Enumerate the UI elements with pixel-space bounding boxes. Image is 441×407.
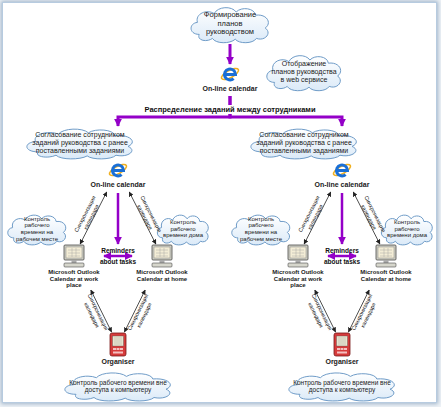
icon-label: Organiser <box>101 358 134 366</box>
browser-icon <box>332 162 352 177</box>
edge-label: Синхронизация календаря <box>355 190 389 240</box>
cloud-outline <box>381 215 432 245</box>
organiser-icon <box>334 333 350 356</box>
cloud-text: Контроль рабочего времени дома <box>387 219 427 239</box>
icon-node: Microsoft Outlook Calendar at work place <box>268 244 328 290</box>
cloud-text: Контроль рабочего времени вне доступа к … <box>291 379 393 394</box>
icon-label: Microsoft Outlook Calendar at work place <box>44 269 104 289</box>
computer-icon <box>288 245 308 267</box>
cloud-outline <box>267 56 341 91</box>
cloud-outline <box>191 8 268 43</box>
cloud-text: Контроль рабочего времени вне доступа к … <box>67 379 169 394</box>
note-label: Распределение заданий между сотрудниками <box>143 105 318 114</box>
cloud-text: Контроль рабочего времени на рабочем мес… <box>13 216 61 243</box>
edge-label: Reminders about tasks <box>319 245 365 267</box>
connector <box>229 44 232 64</box>
cloud-outline <box>8 215 66 245</box>
cloud-text: Согласование сотрудником заданий руковод… <box>29 131 131 154</box>
edge-label: Синхронизация календаря <box>348 289 382 340</box>
icon-node: Organiser <box>93 332 143 368</box>
cloud-text: Контроль рабочего времени на рабочем мес… <box>237 216 285 243</box>
cloud-text: Согласование сотрудником заданий руковод… <box>253 131 355 154</box>
icon-label: On-line calendar <box>315 181 370 189</box>
edge-label: Синхронизация календаря <box>70 190 104 240</box>
cloud-outline <box>157 215 208 245</box>
connector <box>104 255 132 258</box>
icon-label: Organiser <box>325 358 358 366</box>
edge-label: Синхронизация календаря <box>302 289 336 340</box>
cloud-node: Формирование планов руководством <box>186 4 274 44</box>
cloud-node: Согласование сотрудником заданий руковод… <box>244 126 364 160</box>
computer-icon <box>152 245 172 267</box>
cloud-node: Согласование сотрудником заданий руковод… <box>20 126 140 160</box>
cloud-text: Формирование планов руководством <box>195 11 265 36</box>
icon-label: On-line calendar <box>91 181 146 189</box>
cloud-node: Отображение планов руководства в web сер… <box>262 52 346 92</box>
icon-node: On-line calendar <box>310 160 374 192</box>
icon-node: Microsoft Outlook Calendar at work place <box>44 244 104 290</box>
icon-node: On-line calendar <box>198 64 262 96</box>
icon-label: Microsoft Outlook Calendar at work place <box>268 269 328 289</box>
icon-node: Microsoft Outlook Calendar at home <box>356 244 416 290</box>
computer-icon <box>64 245 84 267</box>
cloud-outline <box>232 215 290 245</box>
browser-icon <box>108 162 128 177</box>
icon-label: On-line calendar <box>203 85 258 93</box>
cloud-node: Контроль рабочего времени на рабочем мес… <box>4 212 70 246</box>
cloud-outline <box>65 373 170 401</box>
cloud-outline <box>251 129 356 159</box>
cloud-node: Контроль рабочего времени вне доступа к … <box>58 370 178 402</box>
edge-label: Синхронизация календаря <box>294 190 328 240</box>
organiser-icon <box>110 333 126 356</box>
computer-icon <box>376 245 396 267</box>
cloud-node: Контроль рабочего времени вне доступа к … <box>282 370 402 402</box>
cloud-node: Контроль рабочего времени на рабочем мес… <box>228 212 294 246</box>
icon-node: Microsoft Outlook Calendar at home <box>132 244 192 290</box>
cloud-text: Контроль рабочего времени дома <box>163 219 203 239</box>
cloud-outline <box>27 129 132 159</box>
reminder-arrow <box>117 193 120 244</box>
edge-label: Синхронизация календаря <box>78 289 112 340</box>
edge-label: Reminders about tasks <box>95 245 141 267</box>
edge-label: Синхронизация календаря <box>124 289 158 340</box>
icon-label: Microsoft Outlook Calendar at home <box>132 269 192 282</box>
connector <box>328 255 356 258</box>
browser-icon <box>220 66 240 81</box>
icon-node: Organiser <box>317 332 367 368</box>
edge-label: Синхронизация календаря <box>131 190 165 240</box>
icon-node: On-line calendar <box>86 160 150 192</box>
cloud-text: Отображение планов руководства в web сер… <box>271 60 337 83</box>
icon-label: Microsoft Outlook Calendar at home <box>356 269 416 282</box>
reminder-arrow <box>341 193 344 244</box>
cloud-outline <box>289 373 394 401</box>
